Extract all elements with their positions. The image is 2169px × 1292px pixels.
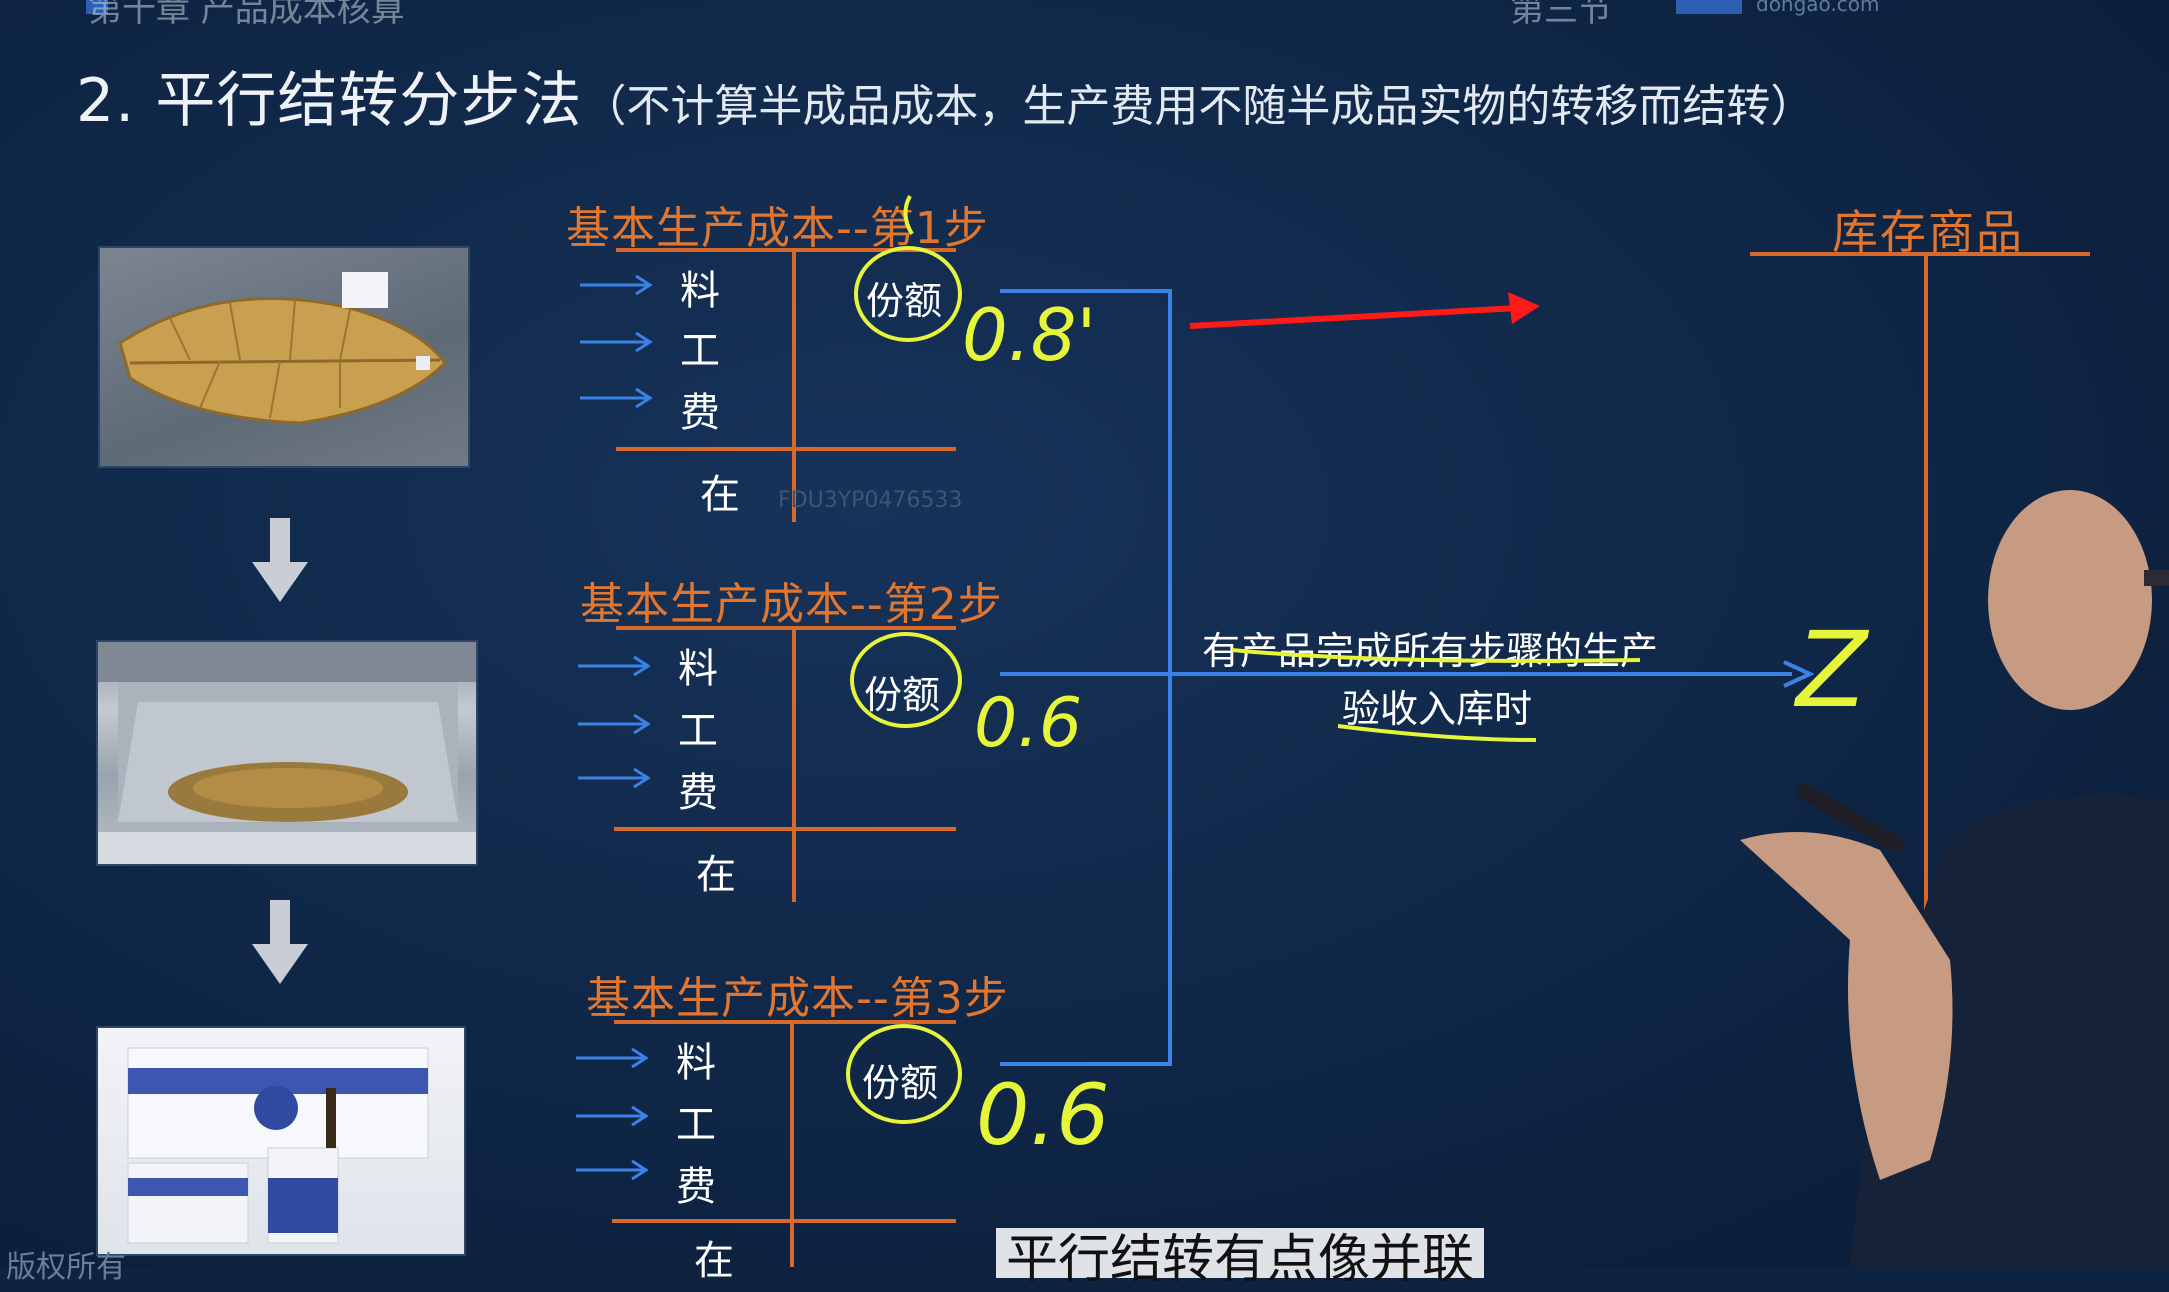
step2-material: 料 [678,646,718,692]
step1-top-line [616,248,956,252]
flow-bracket [1168,289,1172,1066]
step2-top-line [616,626,956,630]
inventory-divider [1924,254,1928,1267]
chapter-title: 第十章 产品成本核算 [88,0,405,30]
step3-account-title: 基本生产成本--第3步 [586,973,1009,1024]
section-title: 第三节 [1510,0,1612,30]
step2-overhead: 费 [678,770,718,816]
step2-share: 份额 [864,673,941,717]
step2-share-circle [850,632,962,728]
step2-wip: 在 [696,852,736,898]
tobacco-leaf-image [118,272,447,425]
flow-arrowhead-icon [1783,660,1814,688]
step2-balance-line [614,827,956,831]
slide-header: 第十章 产品成本核算 第三节 dongao.com [0,0,2169,30]
note-underline-2 [1337,724,1537,742]
step3-top-line [614,1020,956,1024]
logo-icon [1676,0,1742,14]
step3-labor: 工 [676,1102,716,1148]
step2-handwritten-value: 0.6 [974,684,1082,763]
step2-labor: 工 [678,708,718,754]
inventory-account-title: 库存商品 [1832,205,2024,259]
note-underline-1 [1231,648,1641,663]
header-marker [86,0,108,14]
cut-tobacco-image [98,642,476,864]
step3-overhead: 费 [676,1164,716,1210]
down-arrow-icon [252,518,308,602]
step1-labor: 工 [680,328,720,374]
step3-divider [790,1022,794,1267]
completion-note: 有产品完成所有步骤的生产 [1202,629,1659,673]
copyright-text: 版权所有 [6,1250,126,1285]
step1-overhead: 费 [680,390,720,436]
step1-divider [792,250,796,522]
inventory-top-line [1750,252,2090,256]
step3-share-circle [846,1024,962,1124]
step3-balance-line [612,1219,956,1223]
step1-share-circle [854,246,962,342]
step1-title-mark [903,195,914,236]
logo-text: dongao.com [1756,0,1880,16]
inventory-handwritten-value: Z [1793,609,1870,731]
step1-account-title: 基本生产成本--第1步 [566,203,989,254]
flow-line-step3 [1000,1062,1172,1066]
step2-divider [792,628,796,902]
step1-material: 料 [680,268,720,314]
title-subtitle: （不计算半成品成本，生产费用不随半成品实物的转移而结转） [582,81,1815,132]
title-main: 2. 平行结转分步法 [76,66,583,136]
cigarette-packs-photo [96,1026,466,1256]
flow-line-to-inventory [1172,672,1792,676]
step1-wip: 在 [700,472,740,518]
slide-title: 2. 平行结转分步法（不计算半成品成本，生产费用不随半成品实物的转移而结转） [76,52,1814,139]
step1-share: 份额 [866,279,943,323]
arrow-right-icon [576,274,653,1181]
flow-line-step1 [1000,289,1172,293]
cut-tobacco-photo [96,640,478,866]
watermark: FDU3YP0476533 [778,488,963,513]
tobacco-leaf-photo [98,246,470,468]
down-arrow-icon [252,900,308,984]
warehouse-note: 验收入库时 [1342,687,1533,731]
video-caption: 平行结转有点像并联 [996,1228,1485,1290]
step2-account-title: 基本生产成本--第2步 [580,579,1003,630]
step1-handwritten-value: 0.8' [962,293,1096,377]
presenter-figure [1740,490,2169,1267]
step3-material: 料 [676,1040,716,1086]
step3-share: 份额 [862,1061,939,1105]
flow-line-step2 [1000,672,1172,676]
step3-handwritten-value: 0.6 [976,1066,1110,1164]
laser-pointer-arrow [1189,292,1540,329]
step1-balance-line [616,447,956,451]
cigarette-packs-image [127,1047,429,1244]
